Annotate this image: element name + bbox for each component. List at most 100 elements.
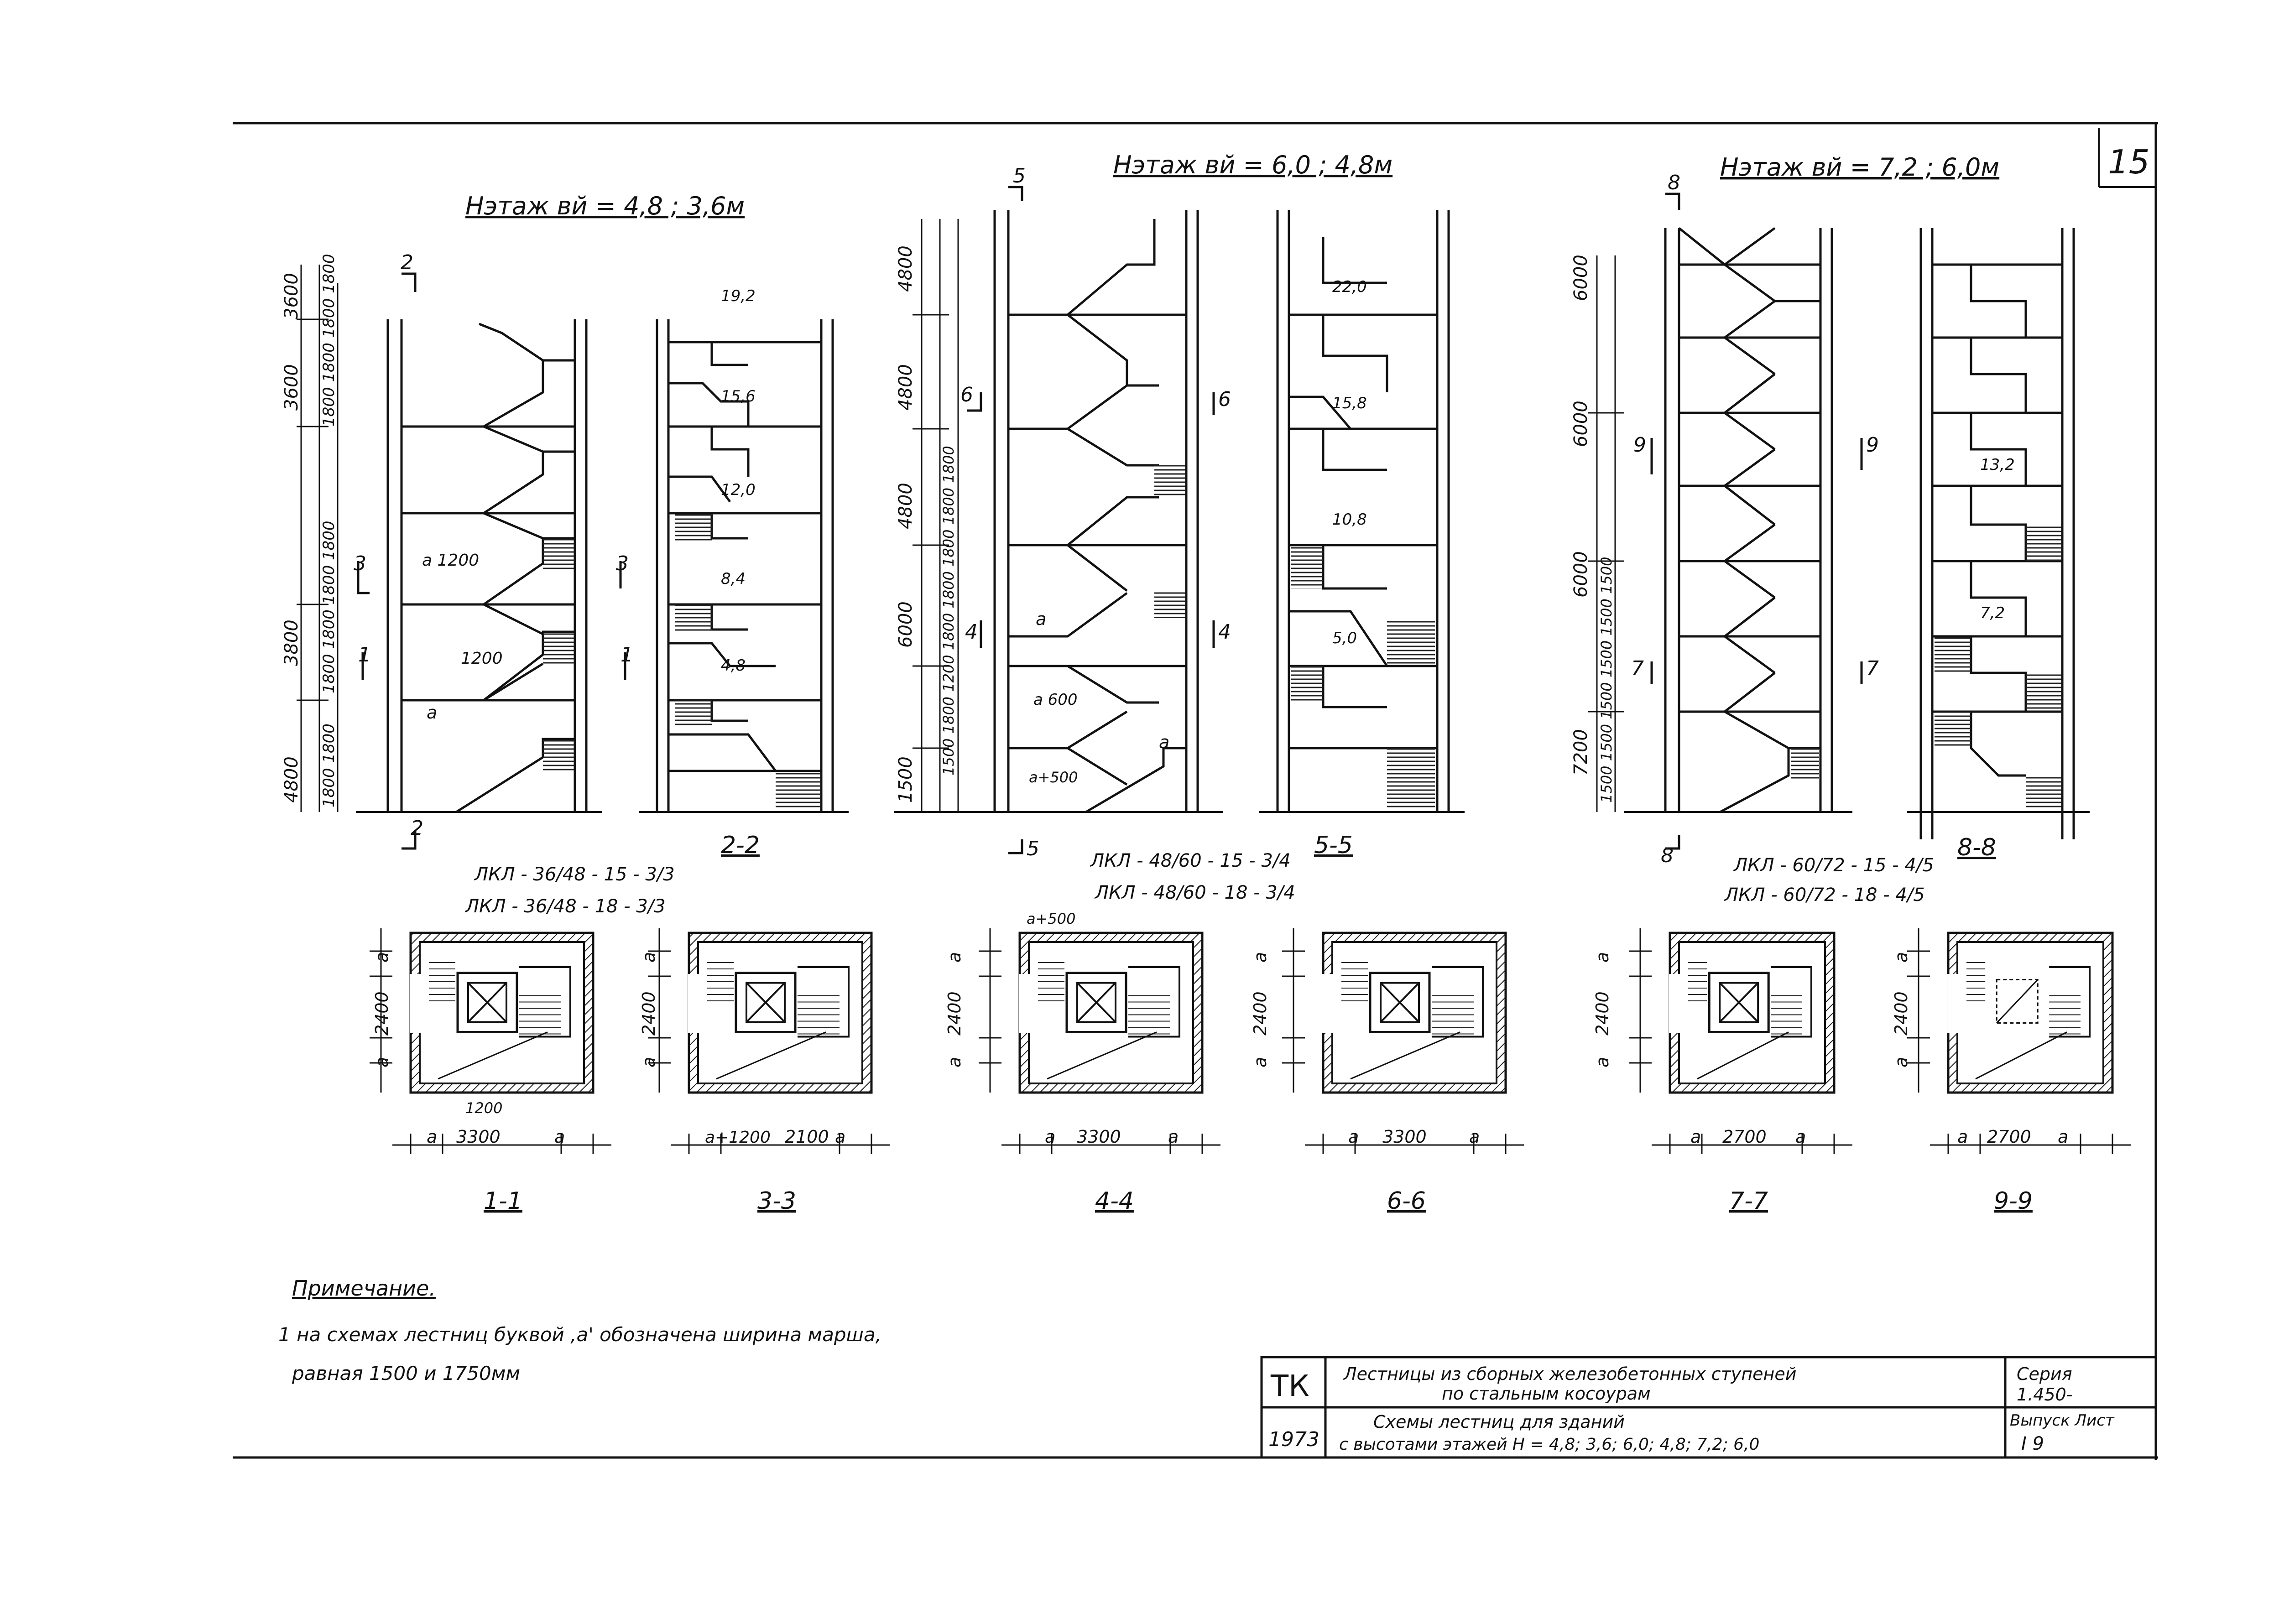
cut-mark-8-top: 8 (1668, 171, 1680, 194)
cut-mark-3-right: 3 (616, 552, 629, 575)
plan-dim-6-6-a-left: a (1348, 1127, 1359, 1147)
riser-count-5-5-0: 22,0 (1332, 278, 1367, 296)
plan-views (370, 928, 2131, 1154)
section-elevation-2-2 (639, 319, 849, 813)
title-block-org: ТК (1270, 1369, 1309, 1403)
cut-mark-2-top: 2 (401, 251, 413, 274)
title-block-year: 1973 (1268, 1428, 1319, 1451)
plan-9-9-cut-line (1975, 1031, 2067, 1080)
dimension-chain-g1 (297, 265, 339, 812)
plan-dim-1-1-h: 2400 (372, 991, 392, 1036)
title-block-issue-value: I 9 (2021, 1433, 2044, 1454)
group-title-2: Нэтаж вй = 6,0 ; 4,8м (1113, 151, 1392, 179)
plan-6-6-door-opening (1322, 974, 1333, 1033)
section-label-2-2: 2-2 (721, 832, 760, 859)
plan-dim-6-6-a-bot: a (1250, 1057, 1270, 1067)
plan-dim-7-7-a-left: a (1690, 1127, 1701, 1147)
plan-3-3-door-opening (688, 974, 699, 1033)
annot-a-g2: a (1036, 609, 1046, 629)
section-elevation-g2-a (894, 210, 1223, 813)
plan-label-3-3: 3-3 (757, 1187, 796, 1215)
plan-dim-6-6-h: 2400 (1250, 991, 1270, 1036)
plan-4-4-door-opening (1019, 974, 1030, 1033)
plan-7-7-door-opening (1669, 974, 1680, 1033)
plan-4-4-shaft-cross-b (1076, 982, 1116, 1023)
stair-mark-4: ЛКЛ - 48/60 - 18 - 3/4 (1094, 882, 1295, 903)
note-line-2: равная 1500 и 1750мм (292, 1362, 520, 1385)
plan-dim-7-7-a-top: a (1592, 952, 1612, 963)
plan-dim-7-7-a-bot: a (1592, 1057, 1612, 1067)
cut-markers-g1 (357, 272, 626, 850)
landing-blocks-g2-a (1154, 465, 1185, 618)
annot-a600-g2: a 600 (1033, 691, 1078, 709)
plan-4-4-handrail (1128, 966, 1180, 1038)
riser-count-2-2-2: 12,0 (721, 481, 756, 499)
level-dim-g2-4: 1500 (895, 756, 916, 803)
plan-dim-9-9-a-left: a (1957, 1127, 1968, 1147)
landing-blocks-2-2 (675, 513, 821, 810)
annot-a-g1: a (427, 703, 437, 723)
note-line-1: 1 на схемах лестниц буквой ,a' обозначен… (278, 1323, 881, 1346)
plan-7-7-cut-line (1697, 1031, 1789, 1080)
landing-blocks-8-8 (1935, 525, 2061, 810)
level-dim-g3-3: 7200 (1570, 729, 1591, 776)
step-dim-g2-0: 1500 1800 1200 1800 1800 1800 1800 1800 (940, 446, 957, 776)
plan-4-4-cut-line (1047, 1031, 1157, 1080)
plan-1-1-door-opening (410, 974, 421, 1033)
plan-1-1-handrail (519, 966, 571, 1038)
plan-label-6-6: 6-6 (1387, 1187, 1426, 1215)
section-elevation-g3-a (1624, 227, 1852, 813)
cut-markers-g2 (967, 186, 1215, 854)
cut-mark-1-left: 1 (358, 643, 371, 666)
plan-dim-3-3-w: 2100 (785, 1127, 829, 1147)
plan-dim-7-7-h: 2400 (1592, 991, 1612, 1036)
riser-count-2-2-0: 19,2 (721, 287, 756, 305)
stair-mark-3: ЛКЛ - 48/60 - 15 - 3/4 (1090, 850, 1291, 871)
plan-1-1-shaft-cross-b (467, 982, 507, 1023)
level-dim-g2-1: 4800 (895, 364, 916, 411)
plan-dim-6-6-w: 3300 (1382, 1127, 1427, 1147)
plan-dim-1-1-a-top: a (372, 952, 392, 963)
level-dim-g2-3: 6000 (895, 601, 916, 648)
level-dim-g2-0: 4800 (895, 245, 916, 292)
cut-mark-6-left: 6 (960, 383, 973, 406)
plan-dim-1-1-a-bot: a (372, 1057, 392, 1067)
title-block-title-2: по стальным косоурам (1442, 1384, 1651, 1404)
plan-3-3-interior (697, 941, 863, 1084)
cut-markers-g3 (1650, 193, 1863, 850)
plan-dim-6-6-a-top: a (1250, 952, 1270, 963)
plan-label-1-1: 1-1 (484, 1187, 522, 1215)
stair-mark-1: ЛКЛ - 36/48 - 15 - 3/3 (474, 864, 675, 885)
level-dim-g3-2: 6000 (1570, 551, 1591, 598)
title-block-sub-2: с высотами этажей Н = 4,8; 3,6; 6,0; 4,8… (1339, 1435, 1759, 1454)
riser-count-2-2-4: 4,8 (721, 656, 746, 675)
plan-3-3-cut-line (716, 1031, 826, 1080)
plan-dim-9-9-a-bot: a (1891, 1057, 1911, 1067)
stair-mark-6: ЛКЛ - 60/72 - 18 - 4/5 (1724, 885, 1925, 906)
annot-1200-g1: 1200 (461, 649, 503, 668)
title-block-sub-1: Схемы лестниц для зданий (1373, 1412, 1625, 1432)
plan-6-6-cut-line (1350, 1031, 1460, 1080)
step-dim-g1-0: 1800 1800 1800 1800 (320, 254, 338, 427)
title-block-issue-label: Выпуск Лист (2010, 1411, 2115, 1430)
plan-dim-1-1-a-right: a (554, 1127, 565, 1147)
sheet-number: 15 (2108, 143, 2150, 181)
plan-label-7-7: 7-7 (1729, 1187, 1768, 1215)
cut-mark-9-right: 9 (1866, 433, 1879, 457)
level-dim-g3-1: 6000 (1570, 401, 1591, 447)
plan-3-3-shaft-cross-b (746, 982, 786, 1023)
riser-count-5-5-3: 5,0 (1332, 629, 1357, 647)
plan-dim-7-7-w: 2700 (1722, 1127, 1767, 1147)
cut-mark-7-left: 7 (1631, 657, 1644, 680)
plan-dim-3-3-a1200: a+1200 (705, 1128, 771, 1147)
plan-3-3-handrail (798, 966, 850, 1038)
dimension-chain-g2 (913, 219, 959, 812)
dimension-chain-g3 (1588, 255, 1624, 812)
plan-7-7-shaft-cross-b (1719, 982, 1759, 1023)
plan-dim-9-9-w: 2700 (1987, 1127, 2031, 1147)
landing-blocks-5-5 (1291, 545, 1435, 810)
riser-count-8-8-0: 13,2 (1980, 456, 2015, 474)
plan-7-7-handrail (1771, 966, 1812, 1038)
cut-mark-4-right: 4 (1218, 620, 1231, 644)
plan-9-9-well (1996, 979, 2039, 1024)
